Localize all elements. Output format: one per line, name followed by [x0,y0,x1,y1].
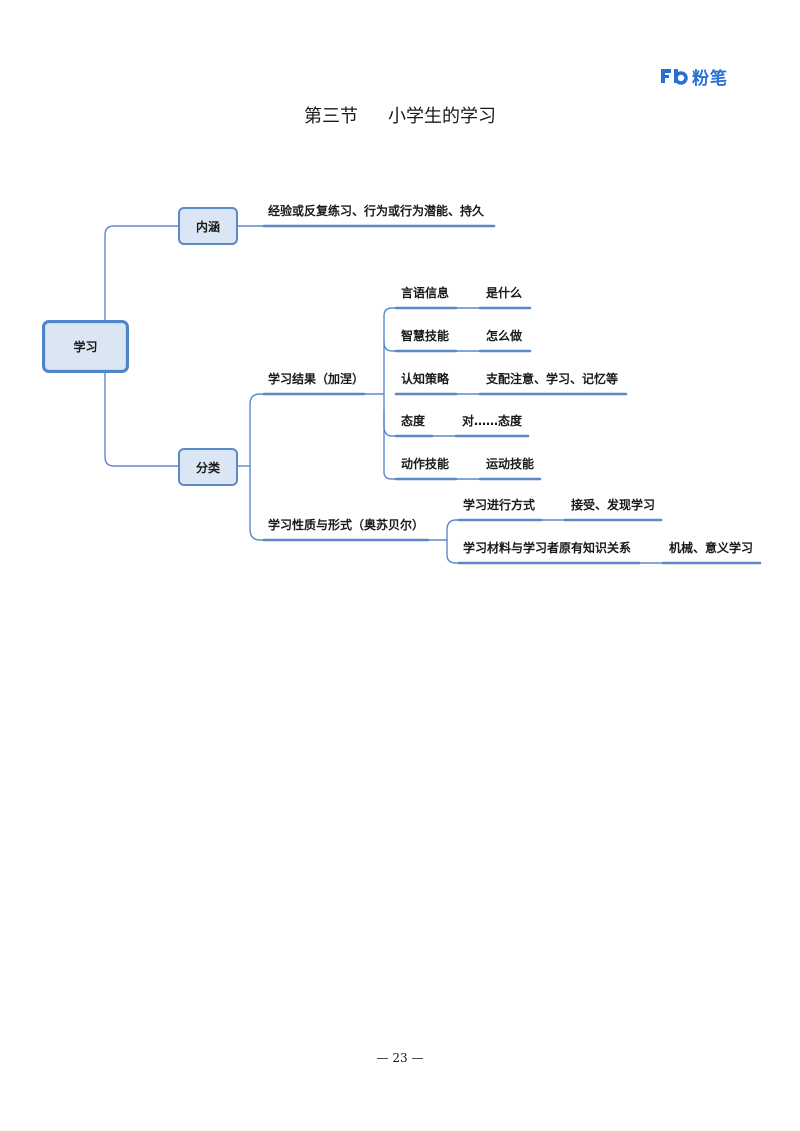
result-item-name: 认知策略 [401,372,450,386]
nature-item-name: 学习材料与学习者原有知识关系 [463,541,632,555]
connector-lines [104,225,663,564]
logo-text: 粉笔 [692,68,728,89]
fenlei-to-result-line [249,393,264,405]
result-branch-2 [383,341,396,352]
result-item-desc: 是什么 [486,286,523,300]
nature-branch-label: 学习性质与形式（奥苏贝尔） [268,518,425,532]
result-item-name: 动作技能 [401,457,450,471]
section-number: 第三节 [304,106,358,127]
nature-branch-1 [446,519,459,531]
result-item-name: 言语信息 [401,286,450,300]
fenlei-to-nature-line [249,528,264,541]
root-node: 学习 [42,320,129,373]
nature-branch-2 [446,554,459,564]
fb-logo-icon [661,69,688,85]
page-number: — 23 — [376,1051,424,1065]
result-item-desc: 支配注意、学习、记忆等 [486,372,619,386]
result-item-name: 智慧技能 [401,329,450,343]
nature-item-name: 学习进行方式 [463,498,536,512]
result-item-desc: 对……态度 [462,414,523,428]
nature-item-desc: 机械、意义学习 [669,541,754,555]
nature-item-desc: 接受、发现学习 [571,498,656,512]
fenlei-label: 分类 [195,460,220,475]
section-name: 小学生的学习 [388,106,496,127]
neihan-label: 内涵 [195,219,220,234]
root-to-fenlei-line [104,372,179,467]
neihan-node: 内涵 [178,207,238,245]
result-item-name: 态度 [401,414,426,428]
fenlei-node: 分类 [178,448,238,486]
result-branch-5 [383,410,396,480]
page-title: 第三节 小学生的学习 [0,102,800,128]
label-underlines [262,224,762,565]
result-item-desc: 运动技能 [486,457,535,471]
result-branch-label: 学习结果（加涅） [268,372,365,386]
root-label: 学习 [73,340,98,354]
result-branch-4 [383,425,396,437]
result-branch-1 [383,307,396,317]
neihan-detail: 经验或反复练习、行为或行为潜能、持久 [268,204,485,218]
result-item-desc: 怎么做 [486,329,523,343]
root-to-neihan-line [104,225,179,320]
brand-logo: 粉笔 [660,64,728,89]
